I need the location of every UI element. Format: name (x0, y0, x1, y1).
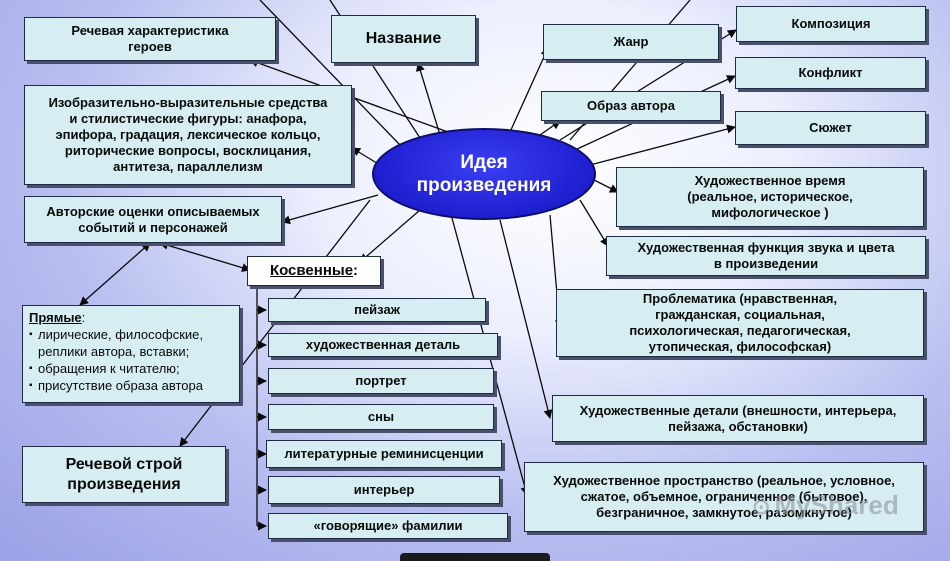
expressive-means-box: Изобразительно-выразительные средства и … (24, 85, 352, 185)
edge-time (593, 179, 619, 193)
indirect-evaluations-box: Косвенные: (247, 256, 381, 286)
indirect-item-dreams: сны (268, 404, 494, 430)
edge-rays-2 (259, 0, 401, 146)
direct-heading: Прямые (29, 310, 82, 325)
speech-characteristics-box: Речевая характеристика героев (24, 17, 276, 61)
direct-evaluations-box: Прямые: лирические, философские, реплики… (22, 305, 240, 403)
edge-speech-heroes (249, 58, 471, 141)
indirect-item-detail: художественная деталь (268, 333, 498, 357)
bottom-edge-bar (400, 553, 550, 561)
indirect-item-reminiscences: литературные реминисценции (266, 440, 502, 468)
edge-author-eval-direct (79, 242, 151, 306)
direct-item-lyrical: лирические, философские, реплики автора,… (29, 326, 233, 360)
problems-box: Проблематика (нравственная, гражданская,… (556, 289, 924, 357)
speech-structure-box: Речевой строй произведения (22, 446, 226, 503)
plot-box: Сюжет (735, 111, 926, 145)
direct-list: лирические, философские, реплики автора,… (29, 326, 233, 394)
edge-author-eval-indirect (159, 240, 251, 273)
indirect-colon: : (353, 262, 359, 279)
art-details-box: Художественные детали (внешности, интерь… (552, 395, 924, 442)
author-evaluations-box: Авторские оценки описываемых событий и п… (24, 196, 282, 243)
indirect-heading: Косвенные (269, 262, 354, 279)
edge-speech-structure (179, 199, 371, 447)
sound-color-box: Художественная функция звука и цвета в п… (606, 236, 926, 276)
watermark-text: MyShared (774, 490, 899, 520)
conflict-box: Конфликт (735, 57, 926, 89)
central-idea-ellipse: Идея произведения (372, 128, 596, 220)
title-box: Название (331, 15, 476, 63)
edge-author-eval (281, 194, 379, 225)
indirect-item-portrait: портрет (268, 368, 494, 394)
indirect-item-interior: интерьер (268, 476, 500, 504)
direct-item-reader: обращения к читателю; (29, 360, 233, 377)
indirect-item-landscape: пейзаж (268, 298, 486, 322)
composition-box: Композиция (736, 6, 926, 42)
direct-colon: : (81, 310, 86, 325)
art-time-box: Художественное время (реальное, историче… (616, 167, 924, 227)
art-space-box: Художественное пространство (реальное, у… (524, 462, 924, 532)
author-image-box: Образ автора (541, 91, 721, 121)
edge-details (499, 219, 553, 419)
edge-plot (589, 124, 736, 166)
edge-title (416, 62, 441, 136)
edge-sound (579, 199, 609, 247)
watermark: ⊙MyShared (752, 490, 899, 521)
genre-box: Жанр (543, 24, 719, 60)
edge-indirect (359, 209, 421, 263)
edge-author-image (539, 120, 561, 136)
indirect-item-speaking-names: «говорящие» фамилии (268, 513, 508, 539)
direct-item-author-image: присутствие образа автора (29, 377, 233, 394)
edge-genre (509, 47, 549, 133)
watermark-logo-icon: ⊙ (752, 494, 771, 519)
